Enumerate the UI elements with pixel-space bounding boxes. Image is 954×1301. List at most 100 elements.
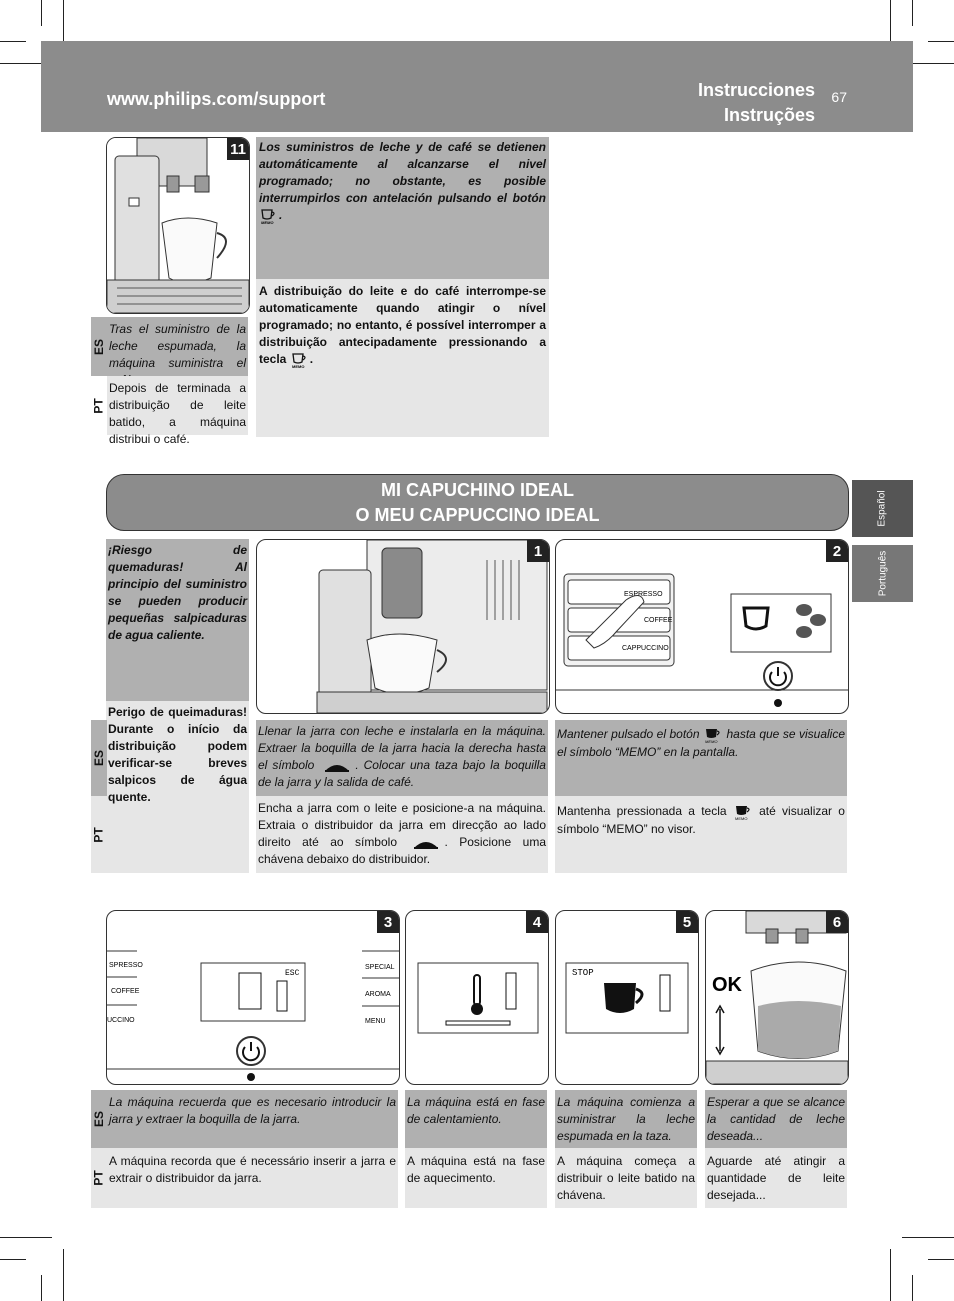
crop-mark (0, 1259, 26, 1260)
panel-label-cappuccino: CAPPUCCINO (622, 645, 669, 652)
cappuccino-memo-icon: MEMO (733, 803, 753, 821)
lang-es-label: ES (92, 338, 107, 355)
crop-mark (890, 0, 891, 52)
header-title-pt: Instruções (723, 105, 815, 125)
step-1-caption-pt: Encha a jarra com o leite e posicione-a … (256, 796, 548, 873)
svg-text:MEMO: MEMO (292, 364, 304, 369)
lang-pt-marker (91, 796, 107, 873)
step-2-pt-text-a: Mantenha pressionada a tecla (557, 804, 727, 819)
step-6-caption-es: Esperar a que se alcance la cantidad de … (705, 1090, 847, 1148)
step-2-pt-text-b: até visualizar o símbolo “MEMO” no visor… (557, 804, 845, 836)
lang-pt-label: PT (92, 826, 106, 843)
panel-right-label: MENU (365, 1018, 386, 1025)
panel-left-label: SPRESSO (109, 962, 143, 969)
crop-mark (912, 0, 913, 26)
step-3-caption-es: La máquina recuerda que es necesario int… (107, 1090, 398, 1148)
step-11-caption-es: Tras el suministro de la leche espumada,… (107, 317, 248, 387)
memo-cup-icon: MEMO (259, 207, 279, 225)
crop-mark (912, 1275, 913, 1301)
step-2-illustration: ESPRESSO COFFEE CAPPUCCINO 2 (555, 539, 849, 714)
panel-right-label: AROMA (365, 991, 391, 998)
support-url[interactable]: www.philips.com/support (107, 89, 326, 109)
panel-right-label: SPECIAL (365, 964, 395, 971)
crop-mark (902, 63, 954, 64)
lang-pt-marker (91, 1148, 107, 1208)
note-es-end: . (279, 208, 283, 223)
crop-mark (928, 41, 954, 42)
display-panel-illustration: SPRESSO COFFEE UCCINO SPECIAL AROMA MENU… (107, 950, 399, 1081)
step-4-caption-es: La máquina está en fase de calentamiento… (405, 1090, 547, 1148)
note-es-text: Los suministros de leche y de café se de… (259, 140, 546, 205)
screen-esc-text: ESC (285, 969, 300, 978)
page-header: www.philips.com/support Instrucciones In… (41, 41, 913, 132)
step-number: 1 (527, 540, 549, 562)
lang-pt-label: PT (92, 397, 106, 414)
panel-left-label: COFFEE (111, 988, 140, 995)
step-5-illustration: STOP 5 (555, 910, 699, 1085)
steam-nozzle-icon (323, 759, 351, 773)
panel-left-label: UCCINO (107, 1017, 135, 1024)
section-title: MI CAPUCHINO IDEAL O MEU CAPPUCCINO IDEA… (106, 474, 849, 531)
lang-es-label: ES (92, 749, 107, 767)
step-5-caption-pt: A máquina começa a distribuir o leite ba… (555, 1148, 697, 1208)
crop-mark (63, 0, 64, 52)
side-tab-pt: Português (852, 545, 913, 602)
lang-pt-label: PT (92, 1170, 106, 1186)
panel-label-coffee: COFFEE (644, 617, 673, 624)
note-pt-end: . (309, 352, 314, 367)
step-2-caption-es: Mantener pulsado el botón MEMO hasta que… (555, 720, 847, 796)
note-pt-text: A distribuição do leite e do café interr… (259, 284, 546, 367)
header-title: Instrucciones Instruções (698, 78, 815, 128)
cappuccino-memo-icon: MEMO (703, 726, 723, 744)
step-5-caption-es: La máquina comienza a suministrar la lec… (555, 1090, 697, 1148)
step-1-pt-text-a: Encha a jarra com o leite e posicione-a … (258, 801, 546, 849)
lang-es-marker (91, 720, 107, 796)
warning-pt: Perigo de queimaduras! Durante o início … (106, 701, 249, 873)
step-2-es-text-b: hasta que se visualice el símbolo “MEMO”… (557, 727, 845, 759)
note-es: Los suministros de leche y de café se de… (256, 137, 549, 279)
section-title-pt: O MEU CAPPUCCINO IDEAL (355, 505, 600, 525)
crop-mark (890, 1249, 891, 1301)
step-1-illustration: 1 (256, 539, 550, 714)
step-number: 4 (526, 911, 548, 933)
svg-text:MEMO: MEMO (735, 816, 747, 821)
page-number: 67 (831, 89, 847, 105)
machine-with-jug-illustration (316, 540, 548, 713)
step-1-es-text-b: . Colocar una taza bajo la boquilla de l… (258, 758, 546, 789)
step-1-caption-es: Llenar la jarra con leche e instalarla e… (256, 720, 548, 796)
crop-mark (0, 41, 26, 42)
step-6-illustration: OK 6 (705, 910, 849, 1085)
step-2-caption-pt: Mantenha pressionada a tecla MEMO até vi… (555, 796, 847, 873)
step-1-es-text-a: Llenar la jarra con leche e instalarla e… (258, 724, 546, 772)
crop-mark (0, 63, 52, 64)
step-number: 2 (826, 540, 848, 562)
step-3-illustration: SPRESSO COFFEE UCCINO SPECIAL AROMA MENU… (106, 910, 400, 1085)
steam-nozzle-icon (412, 836, 440, 850)
crop-mark (928, 1259, 954, 1260)
crop-mark (63, 1249, 64, 1301)
lang-es-label: ES (92, 1110, 107, 1128)
section-title-es: MI CAPUCHINO IDEAL (381, 480, 574, 500)
step-2-es-text-a: Mantener pulsado el botón (557, 727, 700, 742)
svg-text:MEMO: MEMO (261, 220, 274, 225)
step-11-caption-pt: Depois de terminada a distribuição de le… (107, 376, 248, 446)
panel-label-espresso: ESPRESSO (624, 591, 663, 598)
step-number: 5 (676, 911, 698, 933)
step-1-pt-text-b: . Posicione uma chávena debaixo do distr… (258, 835, 546, 866)
header-title-es: Instrucciones (697, 80, 815, 100)
lang-es-marker (91, 317, 107, 376)
step-6-caption-pt: Aguarde até atingir a quantidade de leit… (705, 1148, 847, 1208)
step-4-illustration: 4 (405, 910, 549, 1085)
crop-mark (41, 0, 42, 26)
step-number: 11 (227, 138, 249, 160)
step-number: 3 (377, 911, 399, 933)
memo-cup-icon: MEMO (290, 351, 310, 369)
coffee-machine-illustration (107, 138, 249, 313)
ok-label: OK (712, 974, 743, 996)
step-number: 6 (826, 911, 848, 933)
side-tab-es: Español (852, 480, 913, 537)
crop-mark (902, 1237, 954, 1238)
step-11-illustration: 11 (106, 137, 250, 314)
screen-stop-text: STOP (572, 968, 594, 978)
note-pt: A distribuição do leite e do café interr… (256, 279, 549, 437)
